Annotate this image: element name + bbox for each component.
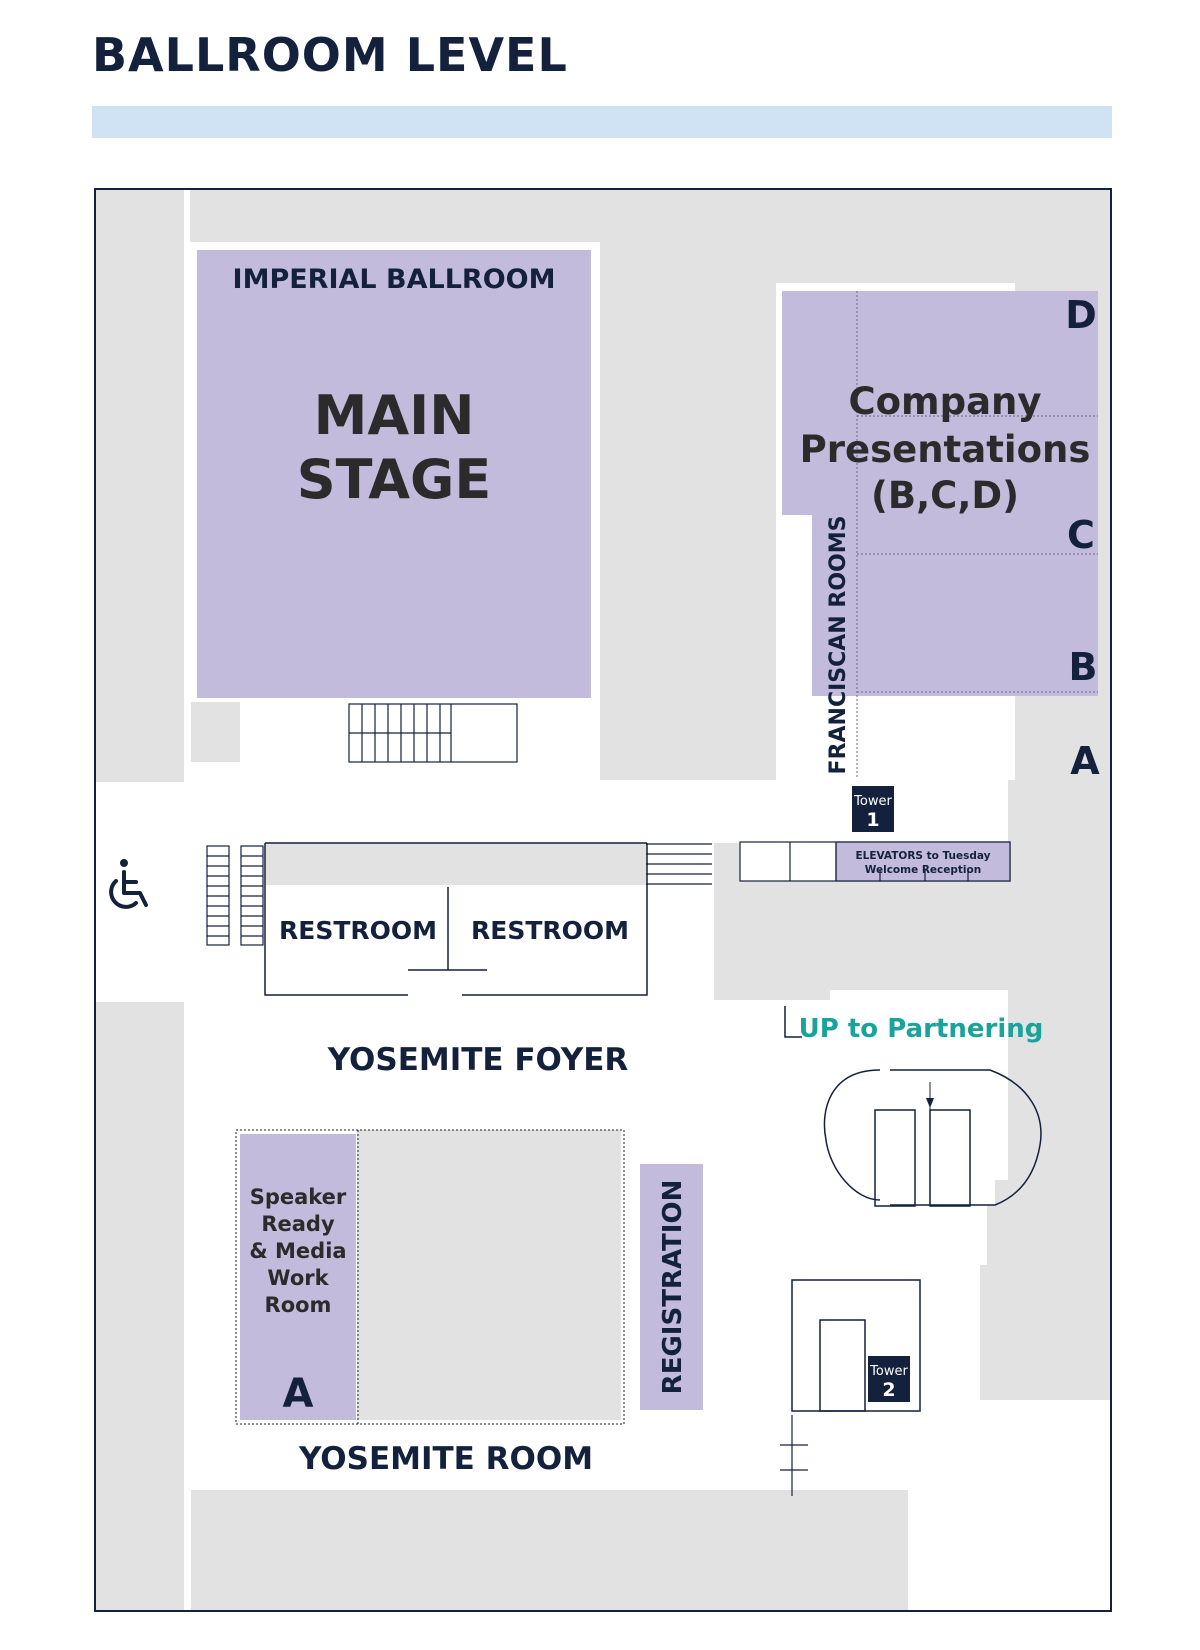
company-presentations-line1: Company	[848, 380, 1041, 423]
company-presentations-line2: Presentations	[800, 428, 1091, 471]
section-d-label: D	[1065, 293, 1097, 337]
yosemite-room-label: YOSEMITE ROOM	[298, 1441, 593, 1477]
section-c-label: C	[1067, 513, 1095, 557]
wheelchair-icon	[109, 859, 148, 909]
imperial-ballroom-label: IMPERIAL BALLROOM	[233, 264, 556, 295]
tower-2-elevator[interactable]	[868, 1356, 910, 1402]
tower-1-label-line2: 1	[866, 809, 879, 831]
page-title: BALLROOM LEVEL	[92, 28, 568, 82]
main-stage-label-line2: STAGE	[297, 448, 492, 511]
yosemite-foyer-label: YOSEMITE FOYER	[327, 1042, 629, 1078]
speaker-ready-line4: Work	[267, 1266, 329, 1290]
elevators-reception-line1: ELEVATORS to Tuesday	[855, 850, 990, 862]
restroom-right-label: RESTROOM	[471, 916, 629, 945]
elevator-bank[interactable]	[739, 841, 1011, 882]
speaker-ready-line5: Room	[265, 1293, 332, 1317]
tower-1-elevator[interactable]	[852, 786, 894, 832]
section-a-label: A	[1070, 739, 1100, 783]
franciscan-rooms[interactable]	[782, 291, 1098, 696]
speaker-ready-line3: & Media	[249, 1239, 346, 1263]
stage-stairs	[348, 703, 518, 763]
restroom-left-label: RESTROOM	[279, 916, 437, 945]
company-presentations-line3: (B,C,D)	[871, 474, 1019, 517]
speaker-section-a-label: A	[283, 1371, 314, 1417]
bottom-door	[780, 1415, 808, 1496]
registration-label: REGISTRATION	[658, 1180, 688, 1395]
franciscan-rooms-label: FRANCISCAN ROOMS	[826, 516, 851, 775]
tower-2-stair-structure	[791, 1279, 921, 1412]
tower-2-label-line1: Tower	[869, 1364, 908, 1379]
up-to-partnering-label: UP to Partnering	[799, 1014, 1044, 1044]
tower-2-label-line2: 2	[882, 1379, 895, 1401]
elevators-reception-line2: Welcome Reception	[865, 864, 981, 876]
section-b-label: B	[1069, 645, 1098, 689]
registration-desk[interactable]	[640, 1164, 703, 1410]
main-stage-label-line1: MAIN	[314, 384, 475, 447]
speaker-ready-line2: Ready	[261, 1212, 335, 1236]
yosemite-room-outline	[235, 1129, 625, 1425]
side-stairs	[206, 845, 264, 946]
franciscan-dividers	[856, 291, 1098, 778]
escalator-up-to-partnering[interactable]	[784, 1006, 1042, 1207]
restroom-walls	[264, 842, 648, 996]
foyer-steps	[646, 843, 712, 885]
speaker-ready-room[interactable]	[240, 1134, 356, 1420]
tower-1-label-line1: Tower	[853, 794, 892, 809]
title-bar	[92, 106, 1112, 138]
speaker-ready-line1: Speaker	[250, 1185, 347, 1209]
imperial-ballroom[interactable]	[197, 250, 591, 698]
